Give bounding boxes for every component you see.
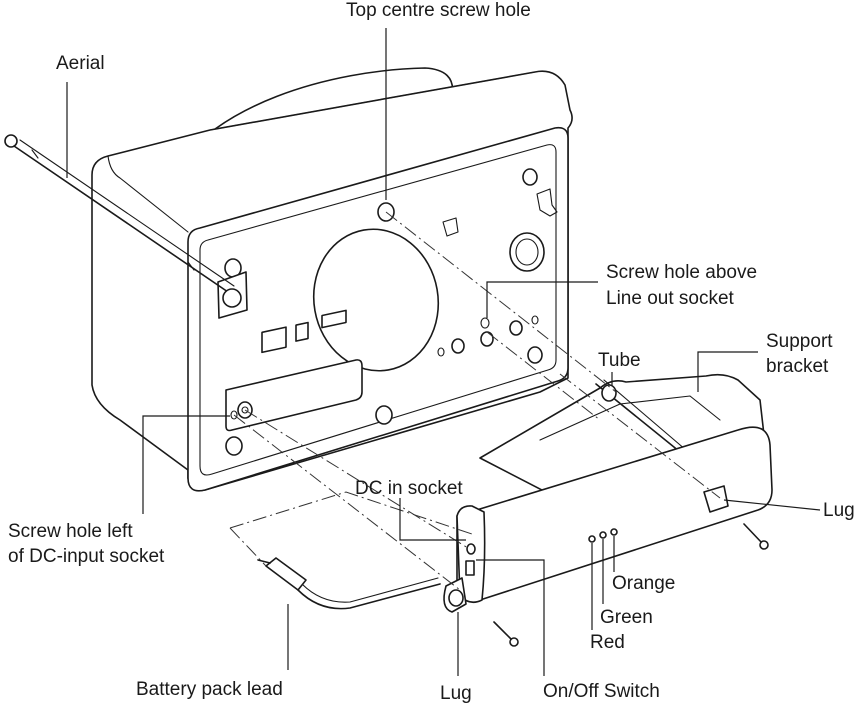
bass-port (509, 232, 545, 272)
label-on-off-switch: On/Off Switch (543, 681, 660, 702)
aerial-base (222, 288, 242, 308)
screw-hole-right-lower (527, 346, 543, 364)
dc-input-socket-hole (241, 406, 249, 414)
labels: Top centre screw hole Aerial Screw hole … (8, 0, 855, 704)
tube-end (601, 384, 617, 402)
leader-lug-right (723, 499, 821, 511)
lug-bottom-screw (493, 621, 513, 641)
align-lead-plug (229, 527, 267, 567)
leader-screw-left (142, 415, 230, 514)
ethernet-socket (261, 326, 287, 354)
lug-right-screw-head (759, 540, 769, 550)
screw-hole-bottom-centre (375, 405, 393, 425)
usb-socket-1 (295, 321, 309, 342)
label-green: Green (600, 607, 653, 628)
label-screw-hole-left-1: Screw hole left (8, 521, 133, 542)
leader-on-off (476, 559, 545, 676)
leader-support-bracket (697, 351, 758, 392)
usb-socket-2 (321, 309, 347, 329)
alignment-lines (229, 211, 721, 591)
bass-port-inner (515, 238, 539, 266)
top-right-clip (536, 188, 558, 217)
align-right-lug (559, 373, 721, 499)
aerial-rod-edge (19, 139, 235, 287)
label-screw-hole-left-2: of DC-input socket (8, 546, 165, 567)
led-red (588, 535, 596, 543)
aerial-segment-1 (31, 149, 39, 159)
radio-shell-edge (107, 155, 189, 233)
aerial (4, 134, 242, 308)
led-orange (610, 528, 618, 536)
label-screw-hole-above-1: Screw hole above (606, 262, 757, 283)
connector-panel (225, 359, 363, 432)
label-screw-hole-above-2: Line out socket (606, 288, 735, 309)
label-dc-in-socket: DC in socket (355, 478, 463, 499)
label-lug-bottom: Lug (440, 683, 472, 704)
dc-in-socket (466, 543, 476, 555)
back-panel-inner (199, 144, 557, 476)
top-centre-clip (442, 217, 459, 237)
leader-lines (66, 28, 821, 676)
socket-right (509, 320, 523, 336)
label-red: Red (590, 632, 625, 653)
tube-edge (603, 379, 687, 451)
battery-pack-lead (257, 557, 441, 610)
small-hole-middle (437, 347, 445, 357)
aerial-segment-2 (187, 261, 195, 271)
align-lead (229, 491, 473, 535)
align-top-centre (385, 211, 617, 393)
leader-dc-in (399, 498, 466, 541)
lug-bottom-ring (448, 589, 464, 607)
label-lug-right: Lug (823, 500, 855, 521)
label-top-centre-screw-hole: Top centre screw hole (346, 0, 531, 21)
label-battery-pack-lead: Battery pack lead (136, 679, 283, 700)
label-support-bracket-1: Support (766, 331, 833, 352)
screw-hole-above-line-out (480, 317, 490, 329)
on-off-switch (465, 560, 475, 576)
lead-plug (265, 557, 307, 591)
label-tube: Tube (598, 350, 641, 371)
label-aerial: Aerial (56, 53, 105, 74)
aerial-tip (4, 134, 18, 148)
line-out-socket (480, 331, 494, 347)
led-green (599, 531, 607, 539)
speaker-grille (312, 228, 440, 372)
radio-top-edge (209, 71, 536, 131)
leader-screw-above-line-out (486, 281, 598, 318)
lug-right (703, 485, 729, 513)
screw-hole-top-right (522, 168, 538, 186)
label-orange: Orange (612, 573, 675, 594)
battery-pack (443, 373, 773, 647)
radio-body (91, 67, 573, 492)
small-hole-right (531, 315, 539, 325)
bracket-slot (539, 395, 721, 441)
lead-cable (297, 583, 441, 610)
screw-hole-bottom-left (225, 436, 243, 456)
lead-cable-edge (301, 577, 439, 603)
lead-plug-tip (257, 559, 271, 564)
lug-right-screw (743, 523, 763, 544)
socket-middle (451, 338, 465, 354)
label-support-bracket-2: bracket (766, 356, 829, 377)
align-dc-socket (244, 409, 469, 549)
lug-bottom-screw-head (509, 637, 519, 647)
